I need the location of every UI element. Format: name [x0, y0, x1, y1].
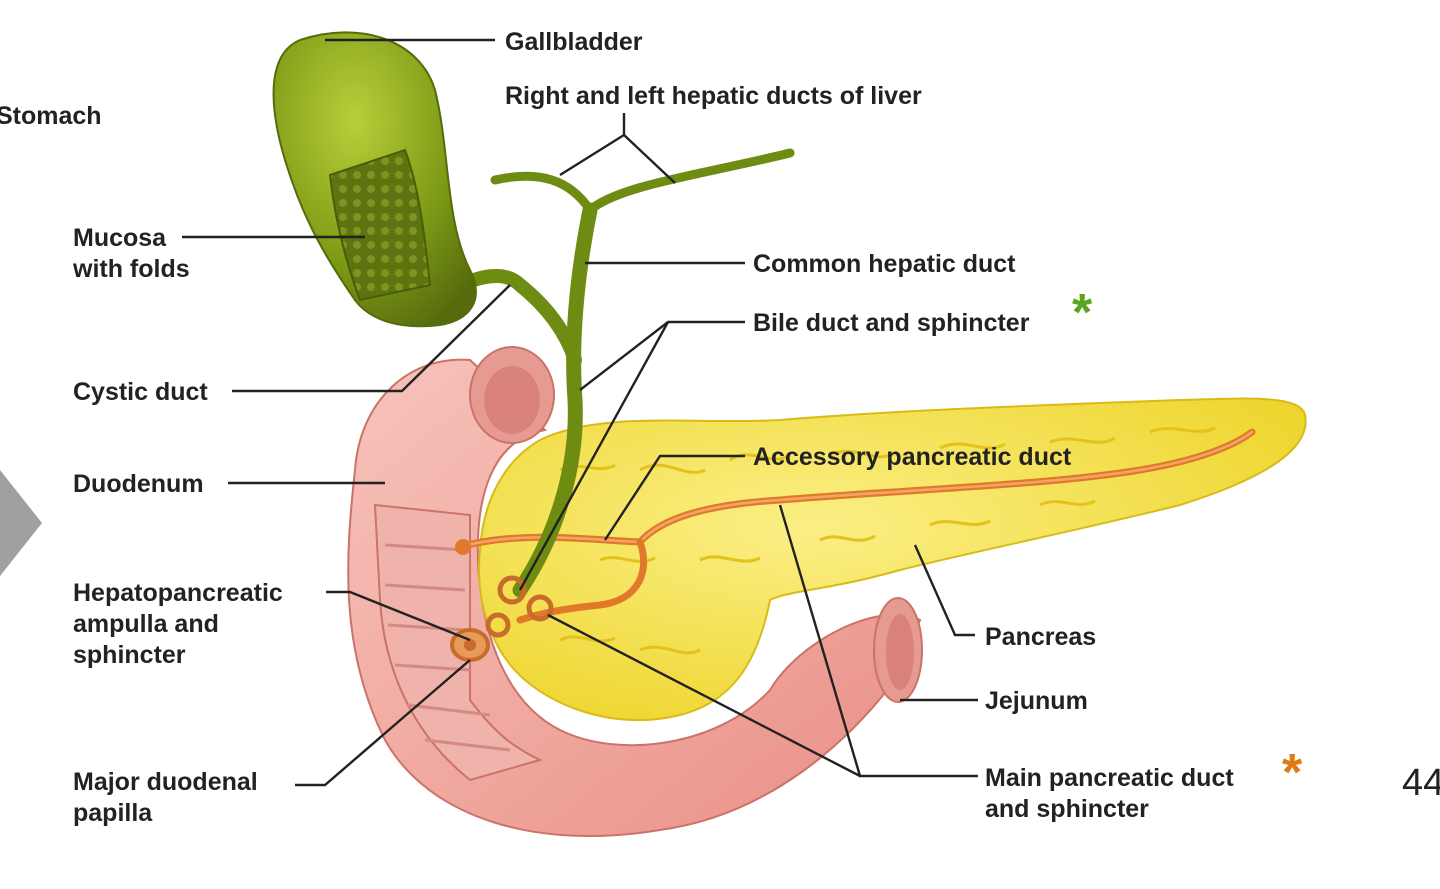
label-hepatopancreatic-2: ampulla and: [73, 610, 219, 638]
label-hepatopancreatic-1: Hepatopancreatic: [73, 579, 283, 607]
label-pancreas: Pancreas: [985, 623, 1096, 651]
label-cystic-duct: Cystic duct: [73, 378, 208, 406]
label-common-hepatic-duct: Common hepatic duct: [753, 250, 1016, 278]
labels: Gallbladder Right and left hepatic ducts…: [0, 28, 1440, 827]
label-main-pancreatic-duct-2: and sphincter: [985, 795, 1149, 823]
label-hepatic-ducts: Right and left hepatic ducts of liver: [505, 82, 922, 110]
page-number: 44: [1402, 762, 1440, 804]
label-major-papilla-1: Major duodenal: [73, 768, 258, 796]
nav-arrow-icon[interactable]: [0, 470, 42, 576]
label-jejunum: Jejunum: [985, 687, 1088, 715]
label-duodenum: Duodenum: [73, 470, 204, 498]
label-major-papilla-2: papilla: [73, 799, 153, 827]
label-main-pancreatic-duct-1: Main pancreatic duct: [985, 764, 1234, 792]
orange-asterisk-marker: *: [1282, 744, 1303, 802]
label-stomach: Stomach: [0, 102, 102, 130]
label-accessory-pancreatic-duct: Accessory pancreatic duct: [753, 443, 1072, 471]
label-gallbladder: Gallbladder: [505, 28, 643, 56]
leader-lines: [182, 38, 978, 787]
label-hepatopancreatic-3: sphincter: [73, 641, 186, 669]
label-bile-duct: Bile duct and sphincter: [753, 309, 1030, 337]
green-asterisk-marker: *: [1072, 284, 1093, 342]
label-mucosa-2: with folds: [72, 255, 190, 283]
pancreatic-ducts: [455, 428, 1256, 624]
gallbladder-shape: [272, 31, 477, 328]
label-mucosa-1: Mucosa: [73, 224, 167, 252]
